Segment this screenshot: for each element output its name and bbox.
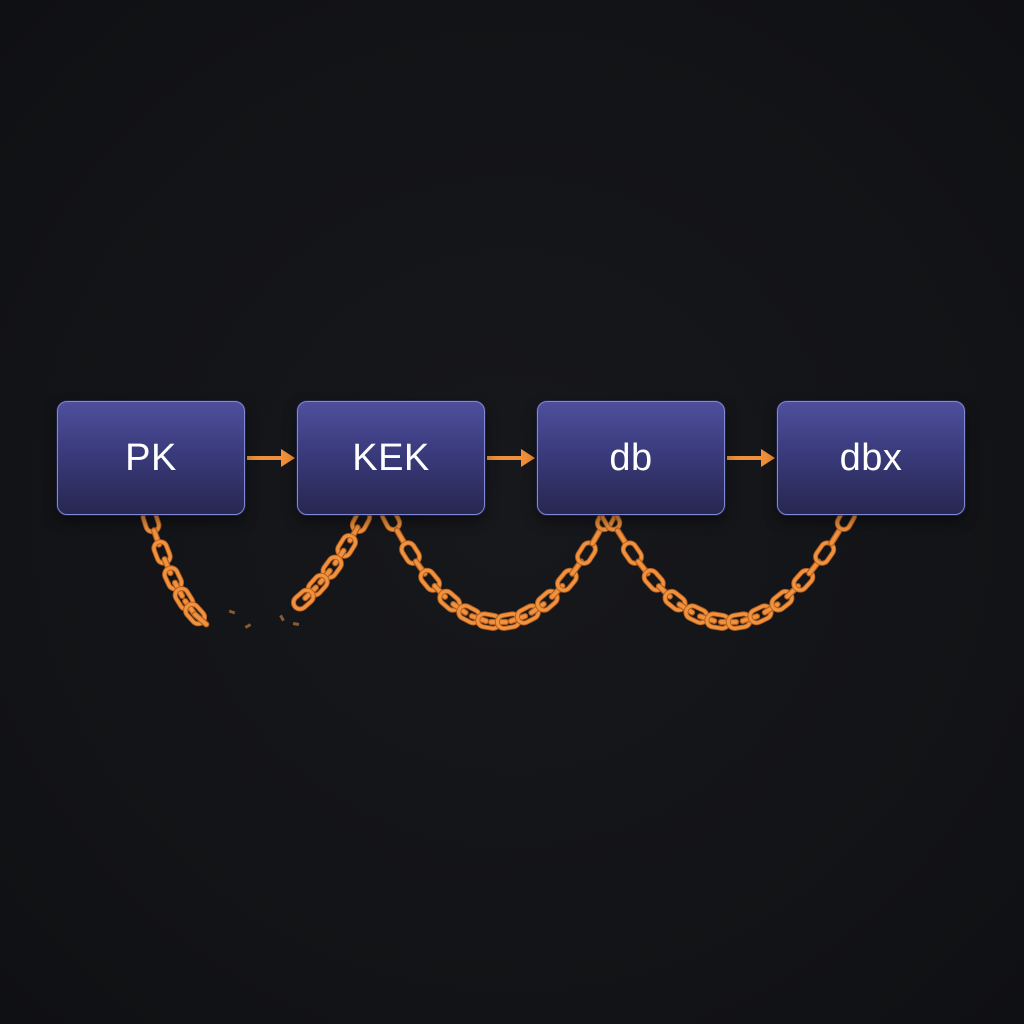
node-dbx-label: dbx (839, 436, 903, 479)
node-pk-label: PK (125, 436, 177, 479)
chain-link (191, 611, 210, 628)
node-kek-label: KEK (352, 436, 430, 479)
arrow-right-icon (247, 449, 295, 467)
chain-link (431, 582, 449, 600)
node-pk: PK (57, 401, 245, 515)
node-dbx: dbx (777, 401, 965, 515)
chain-group (140, 506, 858, 631)
node-db-label: db (609, 436, 653, 479)
node-db: db (537, 401, 725, 515)
chain-link-icon (291, 587, 316, 612)
broken-chain-icon (228, 609, 236, 615)
broken-chain-icon (279, 614, 285, 622)
broken-chain-icon (292, 622, 300, 626)
arrow-right-icon (727, 449, 775, 467)
arrow-group (247, 449, 775, 467)
broken-chain-icon (244, 623, 252, 629)
chain-link-icon (151, 539, 173, 566)
node-kek: KEK (297, 401, 485, 515)
arrow-right-icon (487, 449, 535, 467)
